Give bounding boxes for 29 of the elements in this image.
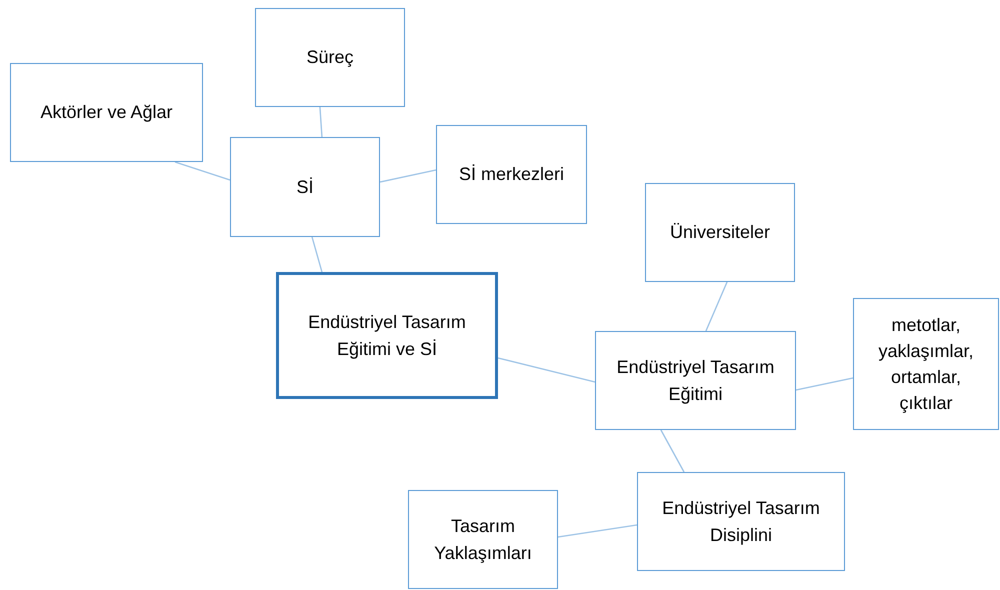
box-text: Endüstriyel Tasarım Eğitimi bbox=[616, 356, 776, 406]
concept-box bbox=[637, 472, 845, 571]
concept-box bbox=[10, 63, 203, 162]
concept-box bbox=[276, 272, 498, 399]
concept-box bbox=[408, 490, 558, 589]
connector-line bbox=[319, 106, 323, 138]
concept-box bbox=[436, 125, 587, 224]
connector-line bbox=[380, 169, 436, 183]
box-text: Sİ merkezleri bbox=[458, 163, 564, 186]
box-text: Endüstriyel Tasarım Eğitimi ve Sİ bbox=[307, 311, 467, 361]
connector-line bbox=[174, 161, 230, 181]
connector-line bbox=[311, 236, 323, 272]
connector-line bbox=[498, 357, 596, 383]
box-text: Endüstriyel Tasarım Disiplini bbox=[661, 497, 821, 547]
connector-line bbox=[660, 430, 685, 472]
concept-box bbox=[255, 8, 405, 107]
box-text: Sİ bbox=[296, 176, 314, 199]
concept-box bbox=[230, 137, 380, 237]
box-text: Süreç bbox=[306, 46, 354, 70]
box-text: Aktörler ve Ağlar bbox=[40, 101, 173, 124]
concept-box bbox=[645, 183, 795, 282]
connector-line bbox=[705, 282, 728, 332]
box-text: Tasarım Yaklaşımları bbox=[433, 515, 533, 565]
box-text: metotlar, yaklaşımlar, ortamlar, çıktılar bbox=[877, 314, 975, 416]
box-text: Üniversiteler bbox=[670, 221, 770, 244]
concept-box bbox=[595, 331, 796, 430]
concept-box bbox=[853, 298, 999, 430]
connector-line bbox=[558, 524, 638, 538]
connector-line bbox=[796, 377, 854, 391]
